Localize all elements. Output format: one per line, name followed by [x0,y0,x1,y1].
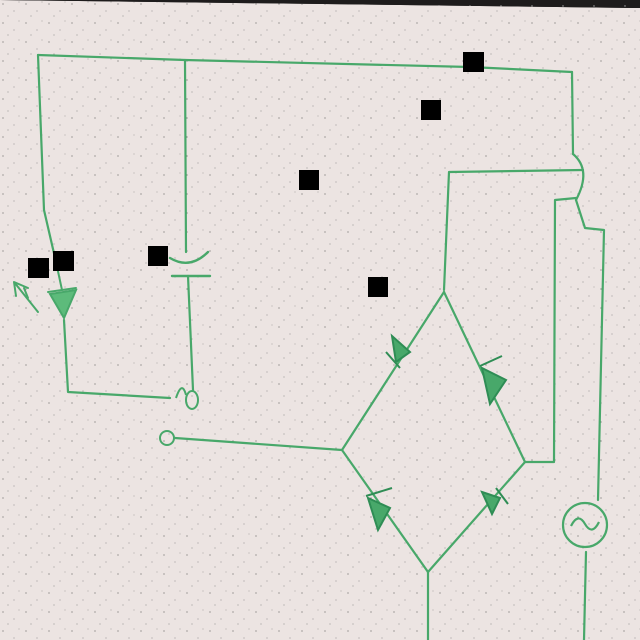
wire-right [570,70,575,156]
redaction-mark [53,251,74,271]
redaction-mark [368,277,388,297]
light-arrow-icon [23,287,29,299]
redaction-mark [463,52,484,72]
wire-ac-bottom [582,550,588,640]
light-arrow-icon [13,281,39,313]
redaction-marks [28,52,484,297]
sine-wave-icon [570,517,600,531]
bridge-right-lower [426,460,527,574]
redaction-mark [299,170,319,190]
wire-switch-bridge [173,436,344,452]
bridge-diode [479,355,508,407]
switch [159,387,199,446]
bridge-left-upper [340,290,446,452]
wire-top [36,53,574,74]
wire-capacitor-top [183,58,188,254]
wire-photodiode-bottom [62,318,172,400]
capacitor [168,250,212,278]
redaction-mark [28,258,49,278]
bridge-diode [385,333,412,369]
redaction-mark [421,100,441,120]
redaction-mark [148,246,168,266]
wire-bridge-right [523,196,578,464]
wire-bridge-top [442,168,585,292]
wire-crossover-hop [571,152,585,202]
wire-left [36,53,58,264]
ac-source [561,501,609,549]
photodiode [13,261,78,321]
wire-right-lower [574,198,606,502]
bridge-diode [365,487,393,533]
bridge-diode [480,487,509,517]
wire-capacitor-bottom [186,274,195,392]
